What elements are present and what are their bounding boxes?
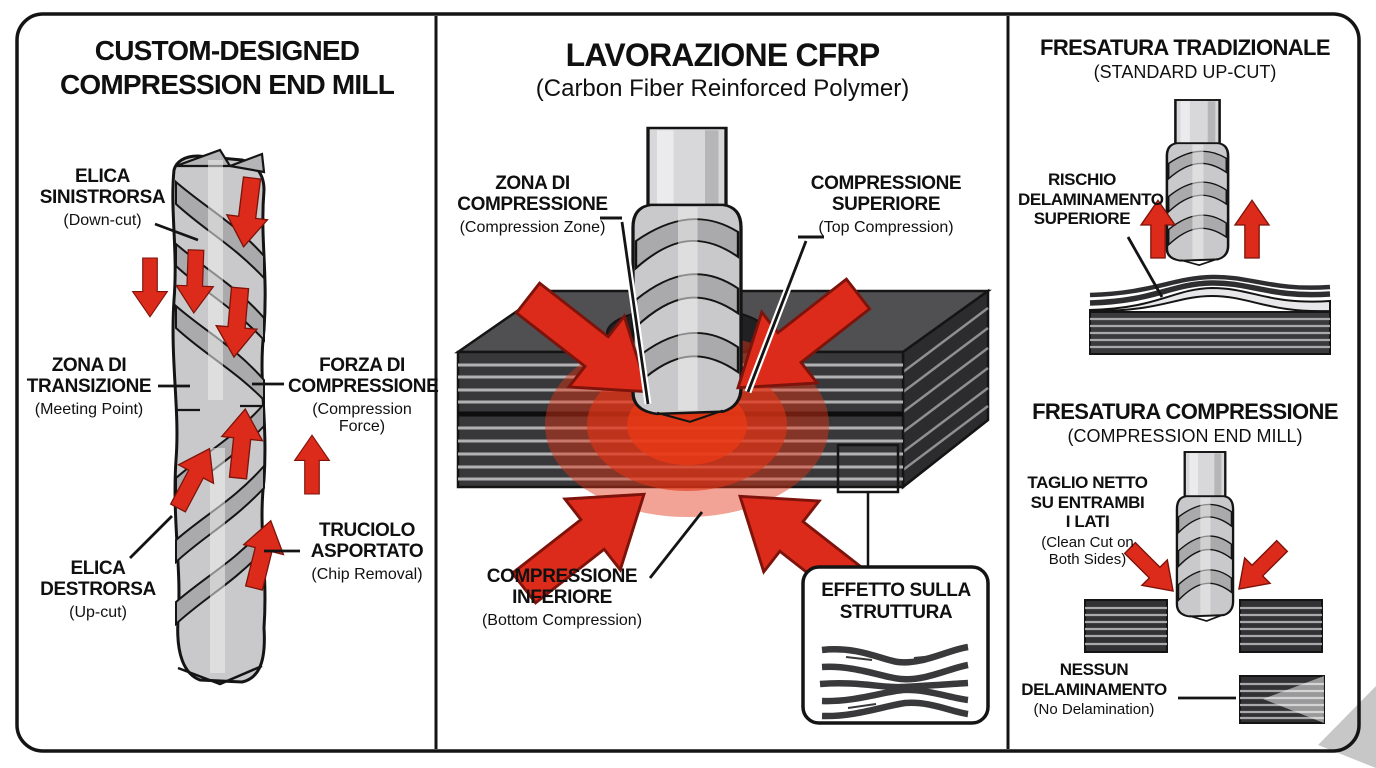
effetto-sulla-struttura-box (801, 565, 990, 725)
label-truciolo-asportato: TRUCIOLO ASPORTATO (Chip Removal) (310, 520, 424, 583)
arrow-up-icon (294, 434, 330, 495)
label-zona-compressione: ZONA DI COMPRESSIONE (Compression Zone) (457, 173, 608, 236)
play-watermark-icon (1263, 676, 1324, 723)
label-elica-sinistrorsa: ELICA SINISTRORSA (Down-cut) (39, 166, 166, 229)
delaminated-laminate (1089, 274, 1331, 355)
center-end-mill-illustration (612, 97, 743, 423)
arrow-up-icon (1234, 199, 1270, 259)
center-leader-lines (600, 216, 900, 579)
label-nessun-delaminamento: NESSUN DELAMINAMENTO (No Delamination) (1021, 660, 1167, 719)
corner-watermark-icon (1318, 686, 1376, 768)
right-bottom-title: FRESATURA COMPRESSIONE (COMPRESSION END … (1032, 399, 1338, 446)
label-compressione-superiore: COMPRESSIONE SUPERIORE (Top Compression) (810, 173, 962, 236)
compression-mill-illustration (1175, 450, 1235, 623)
label-effetto-struttura: EFFETTO SULLA STRUTTURA (821, 580, 971, 624)
label-forza-compressione: FORZA DI COMPRESSIONE (Compression Force… (288, 355, 439, 436)
label-elica-destrorsa: ELICA DESTRORSA (Up-cut) (40, 558, 156, 621)
panel-frame (15, 12, 1361, 753)
standard-upcut-mill-illustration (1165, 98, 1230, 267)
arrow-down-icon (132, 257, 168, 318)
label-zona-transizione: ZONA DI TRANSIZIONE (Meeting Point) (26, 355, 152, 418)
label-compressione-inferiore: COMPRESSIONE INFERIORE (Bottom Compressi… (481, 566, 643, 629)
left-panel-title: CUSTOM-DESIGNED COMPRESSION END MILL (59, 35, 395, 100)
center-panel-title: LAVORAZIONE CFRP (Carbon Fiber Reinforce… (535, 37, 910, 103)
left-leader-lines (129, 222, 300, 559)
arrow-down-left-icon (1225, 532, 1296, 603)
no-delamination-laminate (1239, 675, 1325, 724)
pinched-layers-icon (819, 643, 969, 720)
clean-cut-laminate-blocks (1084, 599, 1323, 653)
label-taglio-netto: TAGLIO NETTO SU ENTRAMBI I LATI (Clean C… (1027, 473, 1148, 568)
right-top-title: FRESATURA TRADIZIONALE (STANDARD UP-CUT) (1040, 35, 1331, 82)
label-rischio-delaminamento: RISCHIO DELAMINAMENTO SUPERIORE (1018, 170, 1164, 229)
risk-leader-line (1126, 236, 1164, 298)
